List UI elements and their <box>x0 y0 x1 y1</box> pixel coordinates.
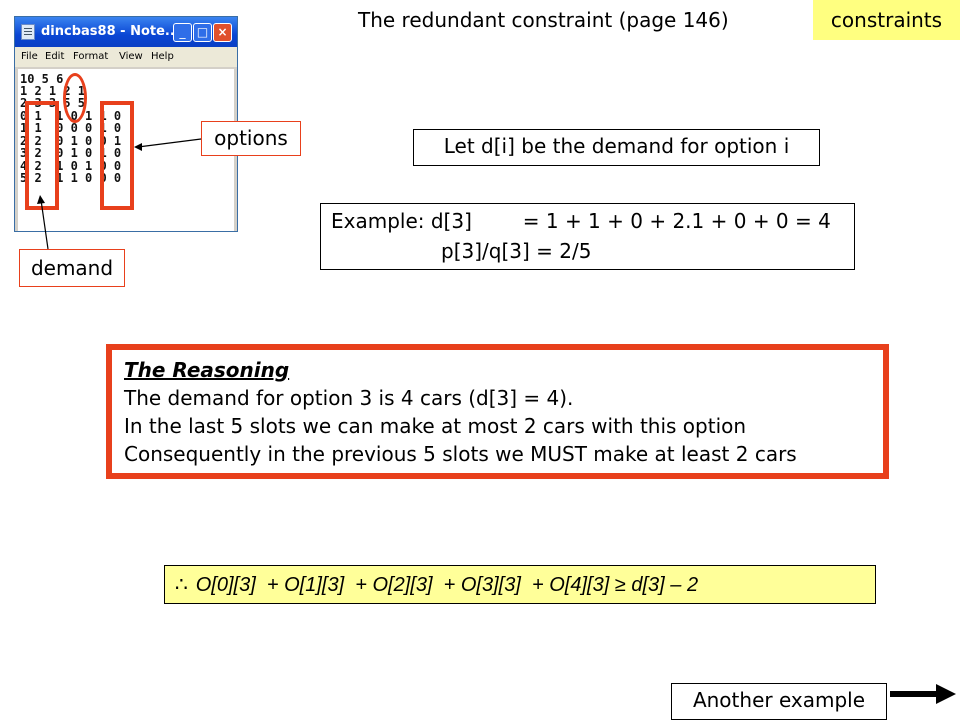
notepad-line: 10 5 6 <box>20 72 64 86</box>
example-line-ratio: p[3]/q[3] = 2/5 <box>441 239 592 263</box>
reasoning-line-1: The demand for option 3 is 4 cars (d[3] … <box>124 386 574 410</box>
therefore-symbol: ∴ <box>175 572 188 596</box>
options-column-highlight <box>100 101 134 210</box>
options-pointer-line <box>137 138 202 148</box>
options-pointer-arrowhead <box>134 143 142 151</box>
options-callout: options <box>201 121 301 156</box>
notepad-title: dincbas88 - Note... <box>41 24 180 39</box>
another-example-button[interactable]: Another example <box>671 683 887 720</box>
notepad-titlebar: dincbas88 - Note... _ □ × <box>15 17 237 47</box>
reasoning-box: The Reasoning The demand for option 3 is… <box>106 344 889 479</box>
formula-box: ∴ O[0][3] + O[1][3] + O[2][3] + O[3][3] +… <box>164 565 876 604</box>
formula-text: O[0][3] + O[1][3] + O[2][3] + O[3][3] + … <box>195 574 699 596</box>
callout-pointers <box>37 138 202 250</box>
notepad-app-icon <box>21 24 35 40</box>
definition-box: Let d[i] be the demand for option i <box>413 129 820 166</box>
menu-file[interactable]: File <box>21 51 38 62</box>
demand-pointer-arrowhead <box>37 195 45 204</box>
slide-title: The redundant constraint (page 146) <box>358 8 729 32</box>
example-box: Example: d[3] = 1 + 1 + 0 + 2.1 + 0 + 0 … <box>320 203 855 270</box>
notepad-text-area[interactable]: 10 5 6 1 2 1 2 1 2 3 3 5 5 0 1 1 0 1 1 0… <box>18 69 234 231</box>
demand-pointer-line <box>40 199 49 250</box>
maximize-icon[interactable]: □ <box>193 23 212 42</box>
topic-tag: constraints <box>813 0 960 40</box>
option-value-oval <box>63 73 87 123</box>
minimize-icon[interactable]: _ <box>173 23 192 42</box>
reasoning-line-3: Consequently in the previous 5 slots we … <box>124 442 797 466</box>
menu-help[interactable]: Help <box>151 51 174 62</box>
menu-view[interactable]: View <box>119 51 143 62</box>
reasoning-line-2: In the last 5 slots we can make at most … <box>124 414 747 438</box>
example-line-demand: Example: d[3] = 1 + 1 + 0 + 2.1 + 0 + 0 … <box>331 209 831 233</box>
menu-format[interactable]: Format <box>73 51 109 62</box>
demand-callout: demand <box>19 249 125 287</box>
close-icon[interactable]: × <box>213 23 232 42</box>
menu-edit[interactable]: Edit <box>45 51 65 62</box>
notepad-menubar: File Edit Format View Help <box>15 47 237 67</box>
arrow-right-icon[interactable] <box>888 680 958 710</box>
reasoning-title: The Reasoning <box>124 358 290 382</box>
notepad-window: dincbas88 - Note... _ □ × File Edit Form… <box>14 16 238 232</box>
